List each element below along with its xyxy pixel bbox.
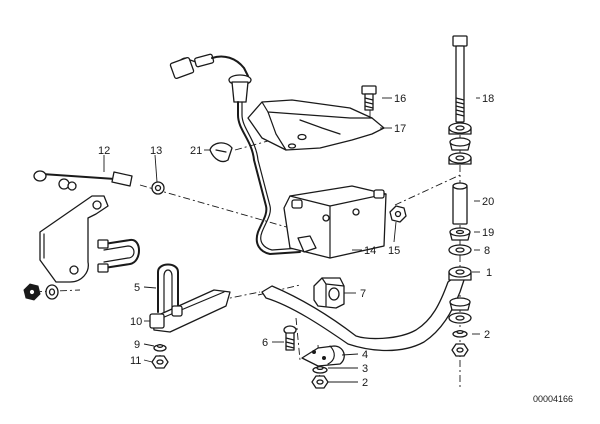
callout-labels: 18 16 17 12 13 21 14 15 20 19 8 1 2 5 10…: [98, 93, 494, 389]
callout-17: 17: [394, 123, 406, 135]
rubber-mount-7: [313, 277, 345, 309]
nut-washer-left: [23, 283, 59, 301]
callout-15: 15: [388, 245, 400, 257]
washer-8: [448, 244, 472, 256]
bolt-6: [283, 325, 297, 351]
leader-lines: [103, 97, 480, 383]
clip-21: [209, 142, 233, 163]
bushing-19: [449, 227, 471, 241]
clamp-4: [301, 345, 345, 367]
callout-19: 19: [482, 227, 494, 239]
callout-10: 10: [130, 316, 142, 328]
callout-5: 5: [134, 282, 140, 294]
callout-11: 11: [130, 355, 141, 367]
callout-12: 12: [98, 145, 110, 157]
clamp-plate-10: [149, 289, 231, 333]
callout-20: 20: [482, 196, 494, 208]
callout-7: 7: [360, 288, 366, 300]
callout-2-right: 2: [484, 329, 490, 341]
mounting-bracket-17: [247, 99, 385, 151]
callout-9: 9: [134, 339, 140, 351]
callout-2-bottom: 2: [362, 377, 368, 389]
callout-14: 14: [364, 245, 376, 257]
callout-4: 4: [362, 349, 368, 361]
linkage-rod-12: [33, 170, 165, 195]
washer-3: [312, 365, 328, 374]
bracket-arm: [39, 195, 109, 283]
spacer-tube-20: [452, 182, 468, 225]
drop-link-bolt-18: [452, 35, 468, 123]
callout-18: 18: [482, 93, 494, 105]
nut-11: [151, 355, 169, 369]
callout-3: 3: [362, 363, 368, 375]
bushing-stack-lower: [448, 297, 472, 324]
washer-9: [153, 344, 167, 352]
diagram-reference-number: 00004166: [533, 394, 573, 404]
callout-1: 1: [486, 267, 492, 279]
u-bolt-left: [97, 238, 140, 273]
bushing-1: [448, 266, 472, 281]
bolt-16: [361, 85, 377, 111]
callout-21: 21: [190, 145, 202, 157]
level-sensor-unit-14: [283, 185, 387, 259]
bushing-stack-upper: [448, 122, 472, 165]
washer-2-right: [452, 329, 468, 338]
callout-8: 8: [484, 245, 490, 257]
callout-6: 6: [262, 337, 268, 349]
sensor-cable: [169, 53, 301, 255]
nut-2-right: [451, 343, 469, 357]
u-bolt-5: [157, 263, 179, 313]
nut-15: [389, 205, 407, 223]
callout-13: 13: [150, 145, 162, 157]
nut-2-bottom: [311, 375, 329, 389]
callout-16: 16: [394, 93, 406, 105]
